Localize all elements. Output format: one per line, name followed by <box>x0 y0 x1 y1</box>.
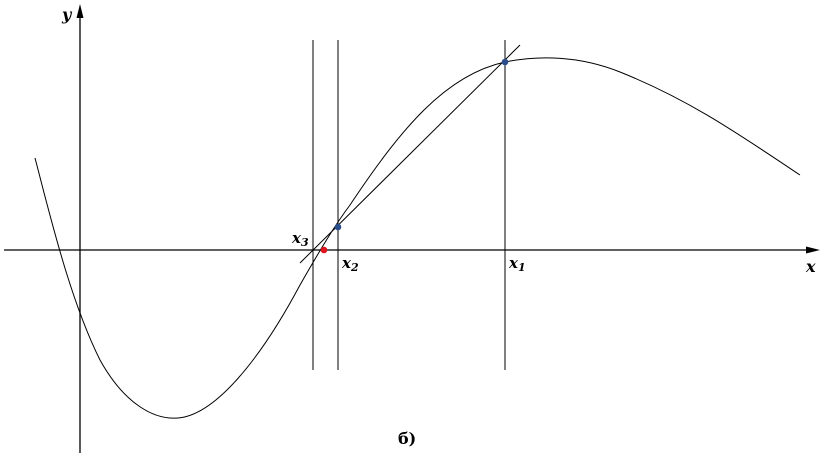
x-axis-arrow <box>806 246 820 254</box>
label-x1-sub: 1 <box>518 261 526 274</box>
y-axis-label: y <box>61 5 73 24</box>
label-x2-sub: 2 <box>350 261 359 274</box>
secant-line <box>299 44 521 264</box>
y-axis-arrow <box>76 4 84 18</box>
function-curve <box>34 57 801 419</box>
label-x2: x2 <box>341 254 359 274</box>
label-x1-base: x <box>508 254 519 272</box>
point-root-estimate <box>320 246 328 254</box>
figure-caption: б) <box>398 429 416 448</box>
x-axis-label: x <box>805 257 816 276</box>
label-x1: x1 <box>508 254 526 274</box>
label-x3: x3 <box>291 229 309 249</box>
label-x2-base: x <box>341 254 352 272</box>
point-x1-on-curve <box>501 58 509 66</box>
label-x3-sub: 3 <box>301 236 309 249</box>
label-x3-base: x <box>291 229 302 247</box>
point-x2-on-curve <box>334 223 342 231</box>
